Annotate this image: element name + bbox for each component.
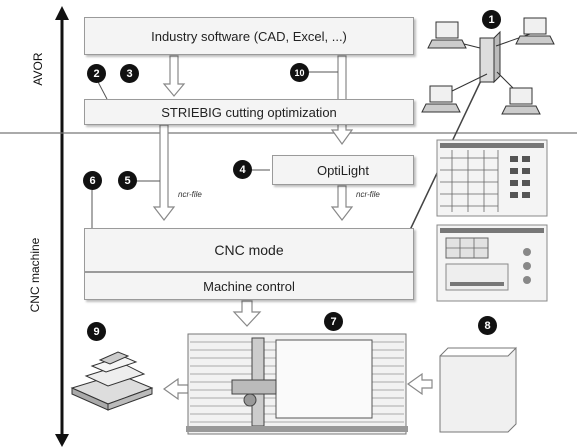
machine-control-box: Machine control	[84, 272, 414, 300]
badge-5: 5	[118, 171, 137, 190]
cnc-mode-box: CNC mode	[84, 228, 414, 272]
industry-software-box: Industry software (CAD, Excel, ...)	[84, 17, 414, 55]
arrow-panel-to-saw	[406, 372, 433, 396]
avor-label: AVOR	[31, 52, 45, 86]
badge-7: 7	[324, 312, 343, 331]
arrow-software-to-striebig	[162, 55, 186, 97]
badge-9: 9	[87, 322, 106, 341]
badge-10: 10	[290, 63, 309, 82]
software-screen-grid-icon	[436, 139, 548, 217]
arrow-optilight-to-cnc	[330, 185, 354, 221]
badge-1: 1	[482, 10, 501, 29]
badge-2: 2	[87, 64, 106, 83]
arrow-striebig-to-cnc	[152, 124, 176, 221]
panel-saw-icon	[186, 333, 408, 435]
badge-6: 6	[83, 171, 102, 190]
optilight-box: OptiLight	[272, 155, 414, 185]
panel-stack-icon	[439, 346, 517, 433]
nc-file-label-right: ncr-file	[356, 190, 380, 199]
badge-8: 8	[478, 316, 497, 335]
badge-3: 3	[120, 64, 139, 83]
leader-line-2	[96, 79, 108, 100]
nc-file-label-left: ncr-file	[178, 190, 202, 199]
pallet-icon	[70, 351, 154, 411]
vertical-axis	[55, 6, 69, 447]
computer-network-icon	[421, 17, 555, 115]
arrow-saw-to-pallet	[162, 377, 189, 401]
cnc-machine-label: CNC machine	[28, 237, 42, 313]
software-screen-control-icon	[436, 224, 548, 302]
arrow-control-to-saw	[232, 300, 262, 327]
striebig-optimization-box: STRIEBIG cutting optimization	[84, 99, 414, 125]
badge-4: 4	[233, 160, 252, 179]
